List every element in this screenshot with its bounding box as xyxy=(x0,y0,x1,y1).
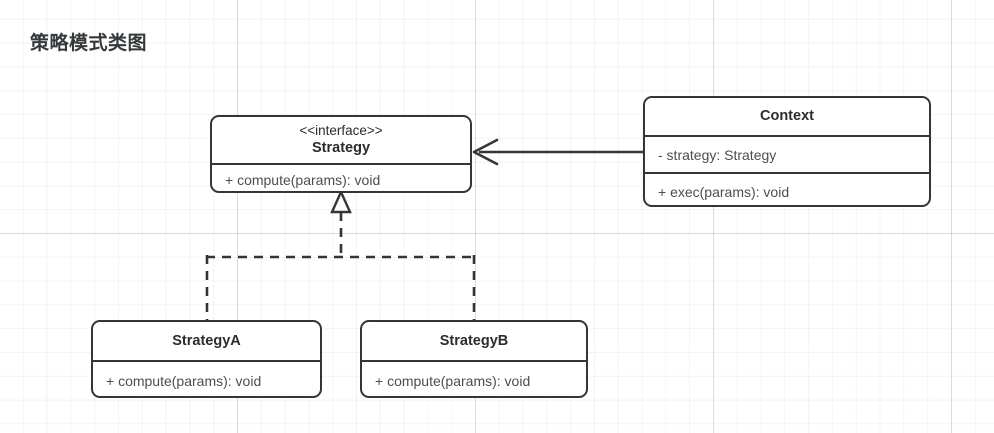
class-method-label: + exec(params): void xyxy=(658,183,790,200)
open-arrowhead-icon xyxy=(472,138,499,166)
class-method-row: + compute(params): void xyxy=(93,360,320,396)
page-title: 策略模式类图 xyxy=(30,33,148,54)
realization-to-strategy xyxy=(205,189,476,320)
class-box-strategy-b[interactable]: StrategyB + compute(params): void xyxy=(360,320,588,398)
hollow-triangle-arrowhead-icon xyxy=(330,189,352,214)
class-name: StrategyA xyxy=(172,332,241,349)
class-box-strategy[interactable]: <<interface>> Strategy + compute(params)… xyxy=(210,115,472,193)
class-box-strategy-a[interactable]: StrategyA + compute(params): void xyxy=(91,320,322,398)
class-name: StrategyB xyxy=(439,332,509,349)
class-method-label: + compute(params): void xyxy=(225,172,381,188)
association-context-to-strategy xyxy=(472,138,643,166)
class-header-context: Context xyxy=(645,98,929,135)
class-method-label: + compute(params): void xyxy=(375,373,531,389)
class-header-strategy: <<interface>> Strategy xyxy=(212,117,470,163)
class-box-context[interactable]: Context - strategy: Strategy + exec(para… xyxy=(643,96,931,207)
class-header-strategy-a: StrategyA xyxy=(93,322,320,360)
class-method-row: + compute(params): void xyxy=(212,163,470,191)
class-name: Context xyxy=(760,108,814,125)
class-name: Strategy xyxy=(311,140,371,157)
class-method-row: + exec(params): void xyxy=(645,172,929,205)
class-stereotype: <<interface>> xyxy=(299,122,383,138)
class-method-row: + compute(params): void xyxy=(362,360,586,396)
class-attribute-label: - strategy: Strategy xyxy=(658,146,777,163)
class-header-strategy-b: StrategyB xyxy=(362,322,586,360)
class-attribute-row: - strategy: Strategy xyxy=(645,135,929,172)
class-method-label: + compute(params): void xyxy=(106,373,262,389)
